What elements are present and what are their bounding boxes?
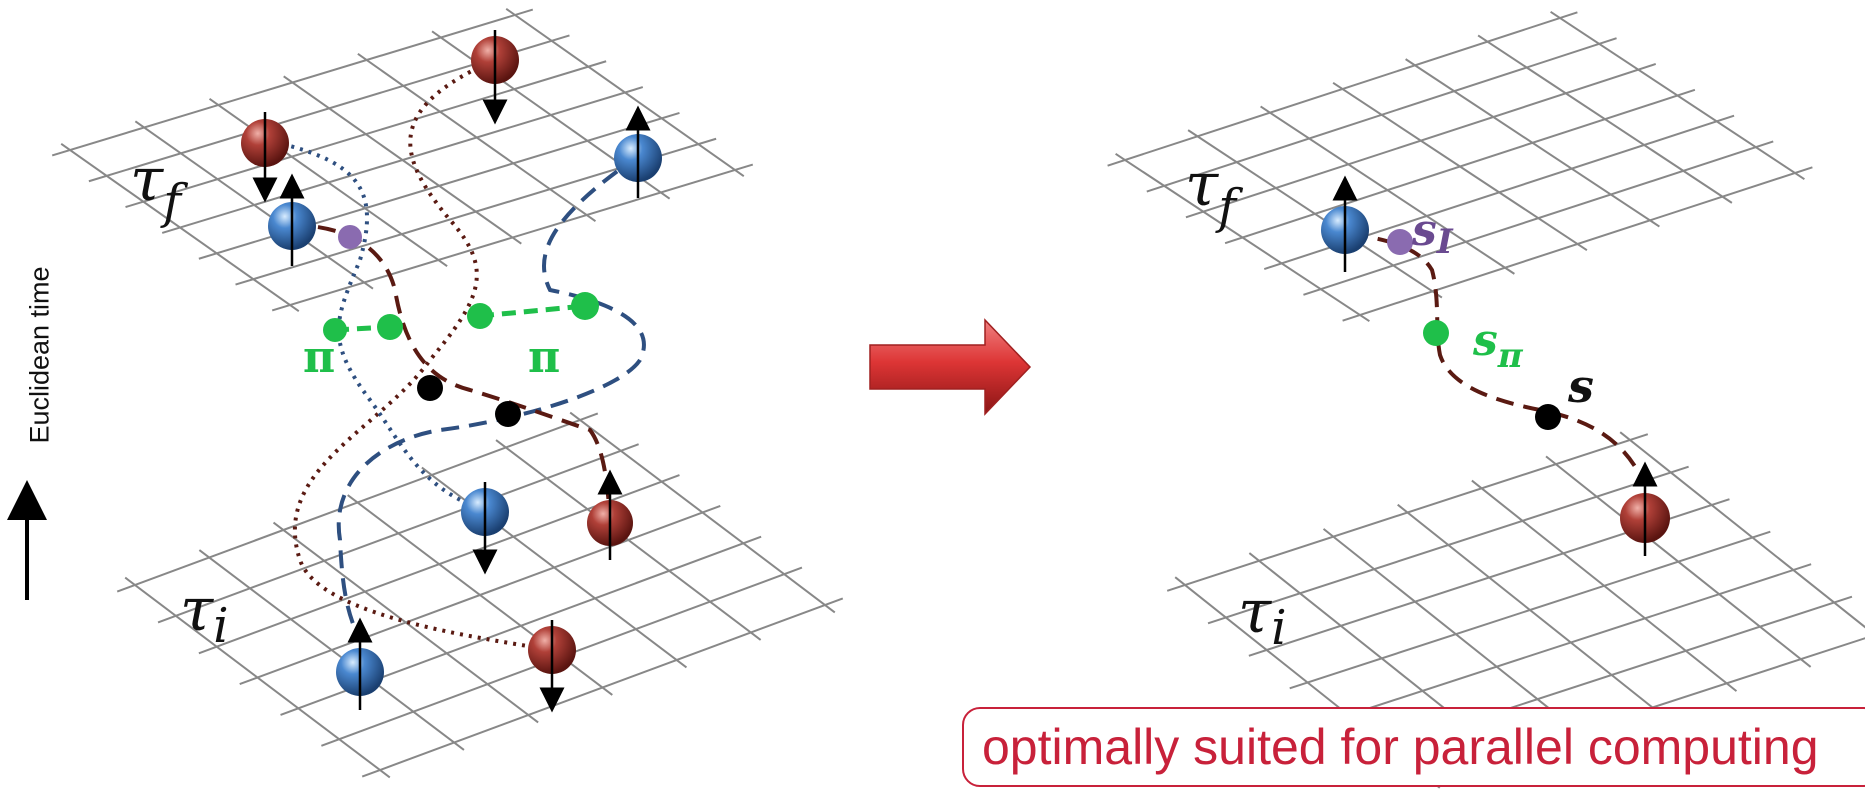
worldline-proton-dashed-1: [289, 223, 612, 521]
grid-line: [1405, 58, 1660, 228]
grid-line: [1477, 34, 1733, 204]
grid-line: [1289, 530, 1771, 690]
grid-line: [1224, 88, 1696, 245]
grid-line: [505, 7, 745, 178]
tau-i-label-left: τi: [180, 575, 229, 654]
pi-label-2: π: [528, 332, 560, 383]
vertex-green: [377, 314, 403, 340]
s-pi-label: sπ: [1472, 315, 1524, 376]
worldline-neutron-dashed-1: [336, 153, 646, 641]
grid-line: [271, 163, 754, 312]
right-nucleons: [1321, 175, 1670, 556]
proton-spin-down: [241, 112, 289, 203]
grid-line: [1303, 140, 1774, 296]
proton-spin-up: [1620, 461, 1670, 556]
grid-line: [239, 504, 721, 686]
y-axis-label: Euclidean time: [10, 230, 70, 480]
neutron-spin-up: [1321, 175, 1369, 272]
proton-spin-up: [587, 469, 633, 560]
vertex-green: [323, 318, 347, 342]
worldline-proton-dotted-1: [292, 58, 551, 652]
right-worldline: [1349, 232, 1647, 486]
s-I-label: sI: [1411, 205, 1454, 262]
vertex-green: [1423, 320, 1449, 346]
grid-line: [357, 52, 597, 223]
grid-line: [495, 439, 762, 641]
neutron-spin-up: [336, 617, 384, 710]
grid-line: [1619, 431, 1865, 629]
vertex-black: [1535, 404, 1561, 430]
lattice-plane-left-initial: [116, 411, 844, 779]
transform-arrow: [869, 318, 1032, 416]
left-nucleons: [241, 30, 662, 713]
proton-spin-down: [471, 30, 519, 125]
left-vertices: [323, 225, 599, 427]
grid-line: [161, 86, 644, 234]
euclidean-time-label: Euclidean time: [24, 266, 55, 444]
vertex-purple: [1387, 229, 1413, 255]
tau-f-label-left: τf: [130, 145, 188, 230]
vertex-green: [571, 292, 599, 320]
parallel-computing-note: optimally suited for parallel computing: [962, 707, 1865, 787]
grid-line: [1471, 479, 1738, 692]
worldline-proton-dashed-2: [1349, 232, 1647, 486]
pion-exchange-2: [479, 303, 586, 319]
neutron-spin-up: [614, 105, 662, 198]
neutron-spin-down: [461, 482, 509, 575]
grid-line: [1342, 166, 1813, 322]
grid-line: [1550, 10, 1805, 181]
grid-line: [1330, 563, 1812, 722]
grid-line: [361, 597, 844, 778]
tau-i-label-right: τi: [1238, 577, 1287, 656]
grid-line: [569, 411, 836, 614]
pi-label-1: π: [303, 332, 335, 383]
vertex-black: [417, 375, 443, 401]
neutron-spin-up: [268, 173, 316, 266]
vertex-black: [495, 401, 521, 427]
right-vertices: [1387, 229, 1561, 430]
proton-spin-down: [528, 620, 576, 713]
vertex-green: [467, 303, 493, 329]
vertex-purple: [338, 225, 362, 249]
lattice-plane-right-final: [1107, 10, 1813, 323]
s-label: s: [1567, 359, 1594, 413]
grid-line: [1545, 455, 1812, 668]
